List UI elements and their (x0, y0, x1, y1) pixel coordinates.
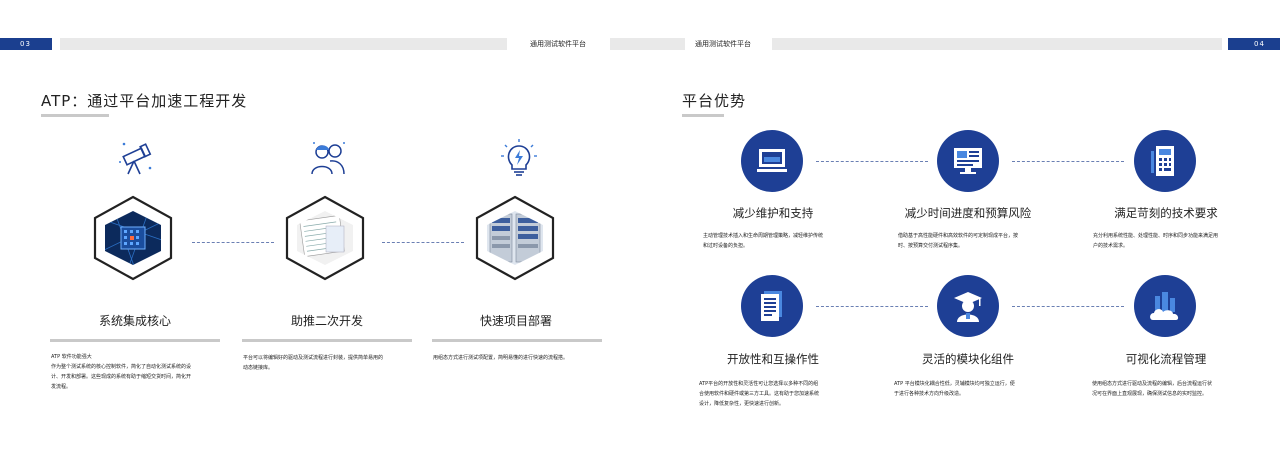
left-header-bar (60, 38, 507, 50)
advantage-title-4: 开放性和互操作性 (727, 352, 819, 366)
advantage-body-4: ATP平台的开放性和灵活性可让您选择以多种不同的组合使用软件和硬件或第三方工具。… (699, 381, 820, 407)
connector-line-1 (192, 242, 274, 243)
feature-title-3: 快速项目部署 (479, 314, 552, 328)
advantage-title-1: 减少维护和支持 (732, 206, 814, 220)
center-header-bar (610, 38, 685, 50)
advantage-title-5: 灵活的模块化组件 (922, 352, 1014, 366)
software-screenshot-image (297, 211, 353, 265)
right-header-title: 通用测试软件平台 (695, 40, 751, 48)
feature-divider-2 (242, 339, 412, 342)
adv-connector-2 (1012, 161, 1124, 162)
advantage-body-1: 主动管理技术插入和生命周期管理策略，减轻维护传统和过时设备的负担。 (703, 233, 824, 249)
advantage-body-2: 借助基于高性能硬件和高效软件的可定制现成平台，按时、按预算交付测试程序集。 (898, 233, 1019, 249)
feature-body-2: 平台可以将编辑好的驱动及测试流程进行封装，提供简单易用的 动态链接库。 (243, 355, 384, 371)
advantage-circle-5 (937, 275, 999, 337)
team-users-icon (311, 142, 345, 175)
hex-frame-3 (474, 195, 556, 281)
left-page-number: 03 (0, 38, 52, 50)
hex-frame-1 (92, 195, 174, 281)
display-dashboard-icon (954, 148, 982, 174)
cloud-city-icon (1150, 292, 1179, 320)
feature-body-1: ATP 软件功能强大 作为整个测试系统的核心控制软件，简化了自动化测试系统的设 … (51, 354, 192, 390)
circuit-chip-image (105, 211, 161, 265)
advantage-title-2: 减少时间进度和预算风险 (904, 206, 1032, 220)
advantage-title-3: 满足苛刻的技术要求 (1114, 206, 1218, 220)
left-section-title: ATP：通过平台加速工程开发 (41, 92, 248, 110)
advantage-body-5: ATP 平台模块化耦合性低，灵辅模块均可独立运行，便于进行各种技术方向升级改造。 (894, 381, 1015, 397)
advantage-circle-6 (1134, 275, 1196, 337)
document-list-icon (761, 291, 782, 321)
feature-divider-1 (50, 339, 220, 342)
advantage-body-3: 充分利用系统性能、处理性能、时序和同步功能来满足用户的技术需求。 (1093, 233, 1219, 249)
hex-frame-2 (284, 195, 366, 281)
right-section-underline (682, 114, 724, 117)
feature-divider-3 (432, 339, 602, 342)
right-page-number: 04 (1228, 38, 1280, 50)
advantage-circle-2 (937, 130, 999, 192)
advantage-circle-4 (741, 275, 803, 337)
lightbulb-icon (501, 139, 537, 176)
feature-title-1: 系统集成核心 (98, 314, 171, 328)
feature-title-2: 助推二次开发 (290, 314, 363, 328)
advantage-body-6: 使用组态方式进行驱动及流程的编辑，后台流程运行状况可在界面上直观展现，确保测试信… (1092, 381, 1213, 397)
telescope-icon (119, 142, 152, 175)
test-rack-image (487, 211, 543, 265)
adv-connector-4 (1012, 306, 1124, 307)
monitor-icon (757, 149, 787, 172)
calculator-icon (1151, 146, 1174, 176)
connector-line-2 (382, 242, 464, 243)
advantage-circle-3 (1134, 130, 1196, 192)
advantage-circle-1 (741, 130, 803, 192)
feature-body-3: 用组态方式进行测试项配置，简明易懂的进行快速的流程搭。 (433, 355, 569, 361)
adv-connector-3 (816, 306, 928, 307)
left-header-title: 通用测试软件平台 (530, 40, 586, 48)
right-section-title: 平台优势 (682, 92, 747, 110)
left-section-underline (41, 114, 109, 117)
adv-connector-1 (816, 161, 928, 162)
graduate-icon (954, 292, 982, 322)
right-header-bar (772, 38, 1222, 50)
advantage-title-6: 可视化流程管理 (1125, 352, 1207, 366)
